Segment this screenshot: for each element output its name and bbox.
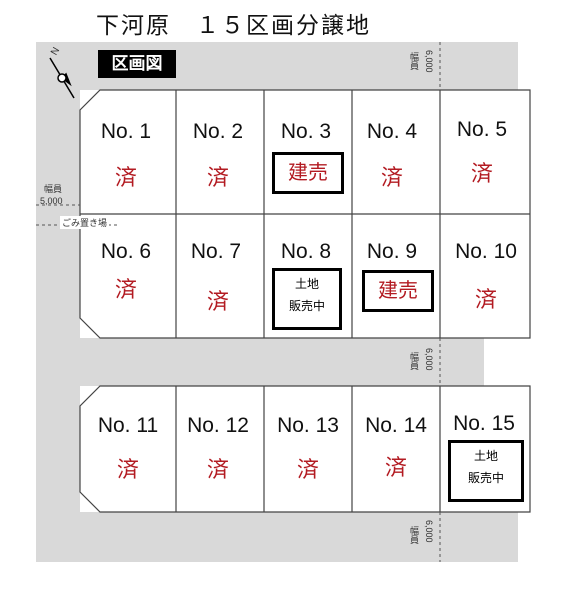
lot-13-status: 済 bbox=[296, 457, 319, 482]
lot-1-label: No. 1 bbox=[100, 120, 152, 143]
south-road-width-label: 幅員 bbox=[409, 526, 419, 544]
lot-15-status-line2: 販売中 bbox=[467, 471, 504, 485]
west-road-width-label: 幅員 bbox=[44, 184, 63, 194]
lot-10-status: 済 bbox=[474, 287, 497, 312]
lot-11-status: 済 bbox=[116, 457, 139, 482]
map-tag: 区画図 bbox=[98, 50, 176, 78]
lot-6-status: 済 bbox=[114, 277, 137, 302]
south-road bbox=[80, 512, 518, 562]
lot-5-label: No. 5 bbox=[456, 118, 508, 141]
middle-road-width-label: 幅員 bbox=[409, 352, 419, 370]
lot-5-status: 済 bbox=[470, 161, 493, 186]
lot-2-label: No. 2 bbox=[192, 120, 244, 143]
lot-7-status: 済 bbox=[206, 289, 229, 314]
lot-12-status: 済 bbox=[206, 457, 229, 482]
lot-6-label: No. 6 bbox=[100, 240, 152, 263]
lot-8-status: 土地 販売中 bbox=[272, 268, 342, 330]
middle-road-width-value: 6,000 bbox=[424, 348, 434, 371]
lot-14-label: No. 14 bbox=[365, 414, 427, 437]
south-road-width-value: 6,000 bbox=[424, 520, 434, 543]
north-road-width-value: 6,000 bbox=[424, 50, 434, 73]
lot-15-status: 土地 販売中 bbox=[448, 440, 524, 502]
west-road-width-value: 5,000 bbox=[40, 196, 63, 206]
lot-8-status-line2: 販売中 bbox=[288, 299, 325, 313]
lot-13-label: No. 13 bbox=[277, 414, 339, 437]
lot-14-status: 済 bbox=[384, 455, 407, 480]
lot-2-status: 済 bbox=[206, 165, 229, 190]
lot-15-label: No. 15 bbox=[453, 412, 515, 435]
north-road-width-label: 幅員 bbox=[409, 52, 419, 70]
lot-9-status: 建売 bbox=[362, 270, 434, 312]
lot-4-status: 済 bbox=[380, 165, 403, 190]
lot-7-label: No. 7 bbox=[190, 240, 242, 263]
lot-3-label: No. 3 bbox=[280, 120, 332, 143]
middle-road bbox=[80, 338, 484, 386]
lot-8-status-line1: 土地 bbox=[294, 277, 319, 291]
lot-15-status-line1: 土地 bbox=[473, 449, 498, 463]
compass-icon bbox=[49, 57, 75, 99]
lot-11-label: No. 11 bbox=[97, 414, 159, 437]
lot-1-status: 済 bbox=[114, 165, 137, 190]
lot-4-label: No. 4 bbox=[366, 120, 418, 143]
garbage-spot-label: ごみ置き場 bbox=[60, 216, 110, 229]
lot-10-label: No. 10 bbox=[455, 240, 517, 263]
lot-8-label: No. 8 bbox=[280, 240, 332, 263]
lot-12-label: No. 12 bbox=[187, 414, 249, 437]
west-road bbox=[36, 42, 80, 562]
lot-3-status: 建売 bbox=[272, 152, 344, 194]
page-title: 下河原 １５区画分譲地 bbox=[96, 12, 371, 38]
lot-9-label: No. 9 bbox=[366, 240, 418, 263]
